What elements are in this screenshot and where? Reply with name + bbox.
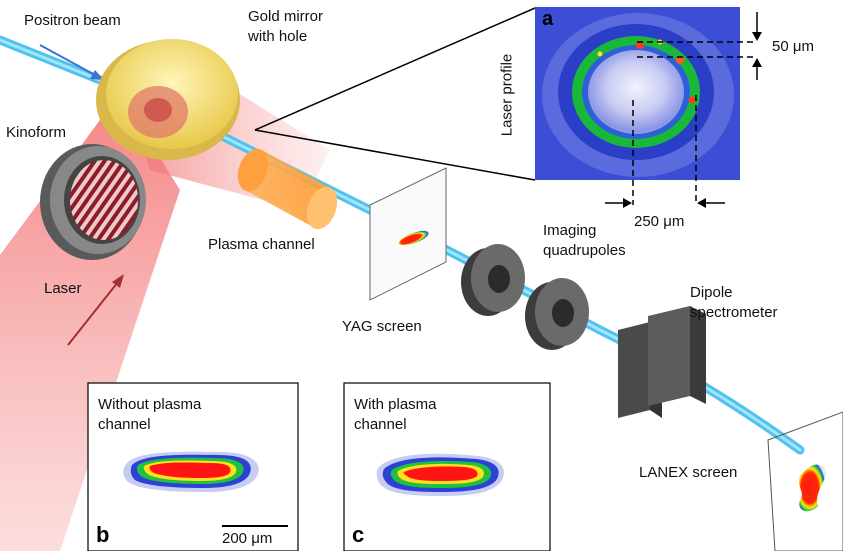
zoom-line-top	[254, 7, 536, 131]
panel-b-title-2: channel	[98, 416, 151, 433]
panel-letter-a: a	[542, 8, 554, 30]
laser-label: Laser	[44, 280, 82, 297]
yag-screen-label: YAG screen	[342, 318, 422, 335]
panel-b-title-1: Without plasma	[98, 396, 202, 413]
panel-c-title-2: channel	[354, 416, 407, 433]
gold-mirror-label-2: with hole	[248, 28, 308, 45]
dim-250um-label: 250 μm	[634, 213, 685, 230]
zoom-line-bottom	[254, 129, 536, 181]
laser-arrow	[67, 281, 119, 346]
laser-profile-label: Laser profile	[498, 53, 516, 137]
dipole-spectrometer-label-2: spectrometer	[690, 304, 778, 321]
panel-letter-b: b	[96, 522, 110, 547]
positron-beam-label: Positron beam	[24, 12, 121, 29]
dipole-spectrometer	[618, 306, 706, 418]
panel-c	[343, 382, 551, 551]
dipole-spectrometer-label-1: Dipole	[690, 284, 733, 301]
plasma-channel	[237, 148, 338, 230]
panel-a-laser-profile	[535, 7, 740, 180]
panel-c-title-1: With plasma	[354, 396, 437, 413]
imaging-quadrupoles-label-2: quadrupoles	[543, 242, 626, 259]
lanex-screen-label: LANEX screen	[639, 464, 738, 481]
panel-b	[87, 382, 299, 551]
gold-mirror-label-1: Gold mirror	[248, 8, 324, 25]
quadrupole-1	[461, 244, 525, 316]
panel-letter-c: c	[352, 522, 365, 547]
scale-bar-label: 200 μm	[222, 530, 273, 547]
quadrupole-2	[525, 278, 589, 350]
yag-screen	[369, 167, 447, 301]
positron-arrow	[39, 44, 96, 76]
plasma-channel-label: Plasma channel	[208, 236, 315, 253]
lanex-screen	[767, 411, 843, 551]
dimension-250um	[605, 95, 725, 205]
imaging-quadrupoles-label-1: Imaging	[543, 222, 597, 239]
kinoform	[40, 144, 146, 260]
kinoform-label: Kinoform	[6, 124, 67, 141]
dim-50um-label: 50 μm	[772, 38, 814, 55]
gold-mirror	[96, 39, 240, 160]
